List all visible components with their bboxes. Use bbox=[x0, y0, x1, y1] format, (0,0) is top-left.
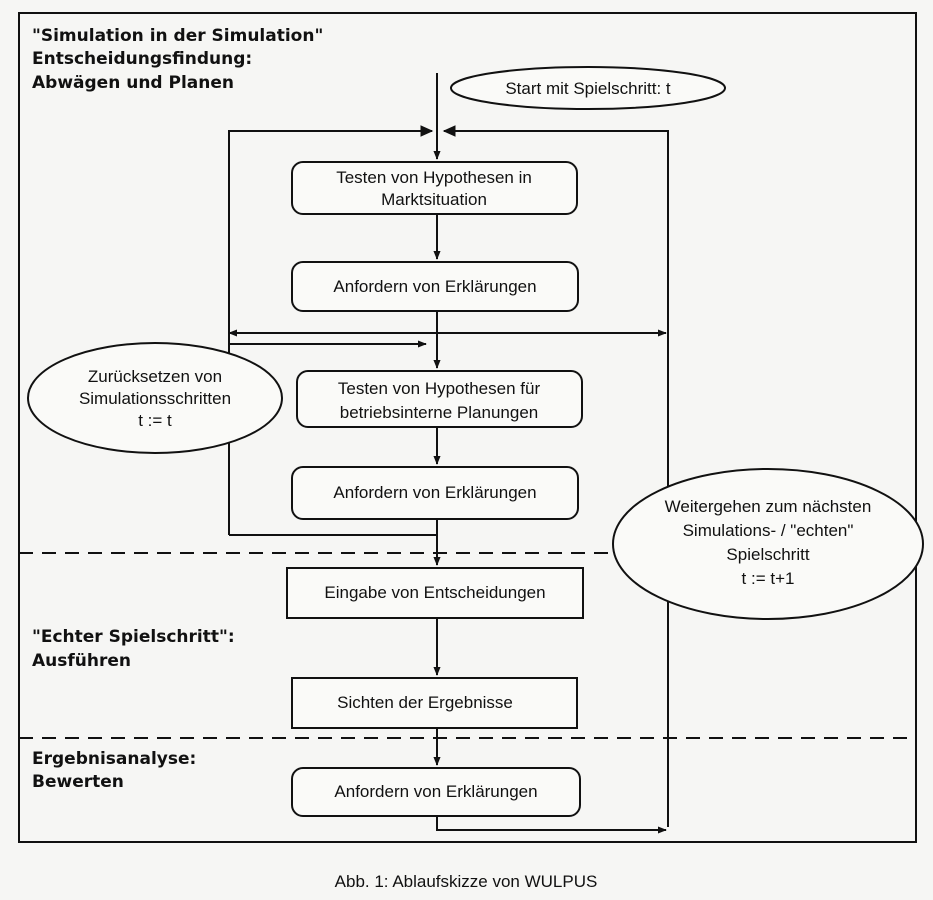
request-explanations-node-2 bbox=[291, 466, 579, 520]
request-explanations-label-2: Anfordern von Erklärungen bbox=[333, 483, 536, 502]
execute-title-line-2: Ausführen bbox=[32, 651, 131, 671]
reset-label-line-1: Zurücksetzen von bbox=[88, 367, 222, 386]
input-decisions-node bbox=[286, 567, 584, 619]
planning-title-line-2: Entscheidungsfindung: bbox=[32, 49, 252, 69]
view-results-label: Sichten der Ergebnisse bbox=[337, 693, 513, 712]
test-market-label-line-1: Testen von Hypothesen in bbox=[336, 168, 532, 187]
analysis-title-line-1: Ergebnisanalyse: bbox=[32, 749, 196, 769]
diagram-frame bbox=[18, 12, 917, 843]
input-decisions-label: Eingabe von Entscheidungen bbox=[324, 583, 545, 602]
test-internal-label-line-2: betriebsinterne Planungen bbox=[340, 403, 538, 422]
start-node-label: Start mit Spielschritt: t bbox=[505, 79, 671, 98]
reset-label-line-3: t := t bbox=[138, 411, 172, 430]
test-market-label-line-2: Marktsituation bbox=[381, 190, 487, 209]
request-explanations-node-3 bbox=[291, 767, 581, 817]
request-explanations-label-1: Anfordern von Erklärungen bbox=[333, 277, 536, 296]
continue-label-line-2: Simulations- / "echten" bbox=[683, 521, 854, 540]
arrow-to-next-step bbox=[436, 816, 667, 834]
continue-node bbox=[612, 468, 924, 620]
planning-title-line-3: Abwägen und Planen bbox=[32, 73, 234, 93]
request-explanations-label-3: Anfordern von Erklärungen bbox=[334, 782, 537, 801]
planning-title-line-1: "Simulation in der Simulation" bbox=[32, 26, 323, 46]
continue-label-line-3: Spielschritt bbox=[726, 545, 809, 564]
test-market-node bbox=[291, 161, 578, 215]
analysis-title-line-2: Bewerten bbox=[32, 772, 124, 792]
reset-label-line-2: Simulationsschritten bbox=[79, 389, 231, 408]
continue-label-line-1: Weitergehen zum nächsten bbox=[665, 497, 872, 516]
execute-title-line-1: "Echter Spielschritt": bbox=[32, 627, 235, 647]
request-explanations-node-1 bbox=[291, 261, 579, 312]
view-results-node bbox=[291, 677, 578, 729]
test-internal-node bbox=[296, 370, 583, 428]
start-node bbox=[450, 66, 726, 110]
test-internal-label-line-1: Testen von Hypothesen für bbox=[338, 379, 541, 398]
reset-node bbox=[27, 342, 283, 454]
continue-label-line-4: t := t+1 bbox=[742, 569, 795, 588]
figure-caption: Abb. 1: Ablaufskizze von WULPUS bbox=[335, 872, 598, 891]
